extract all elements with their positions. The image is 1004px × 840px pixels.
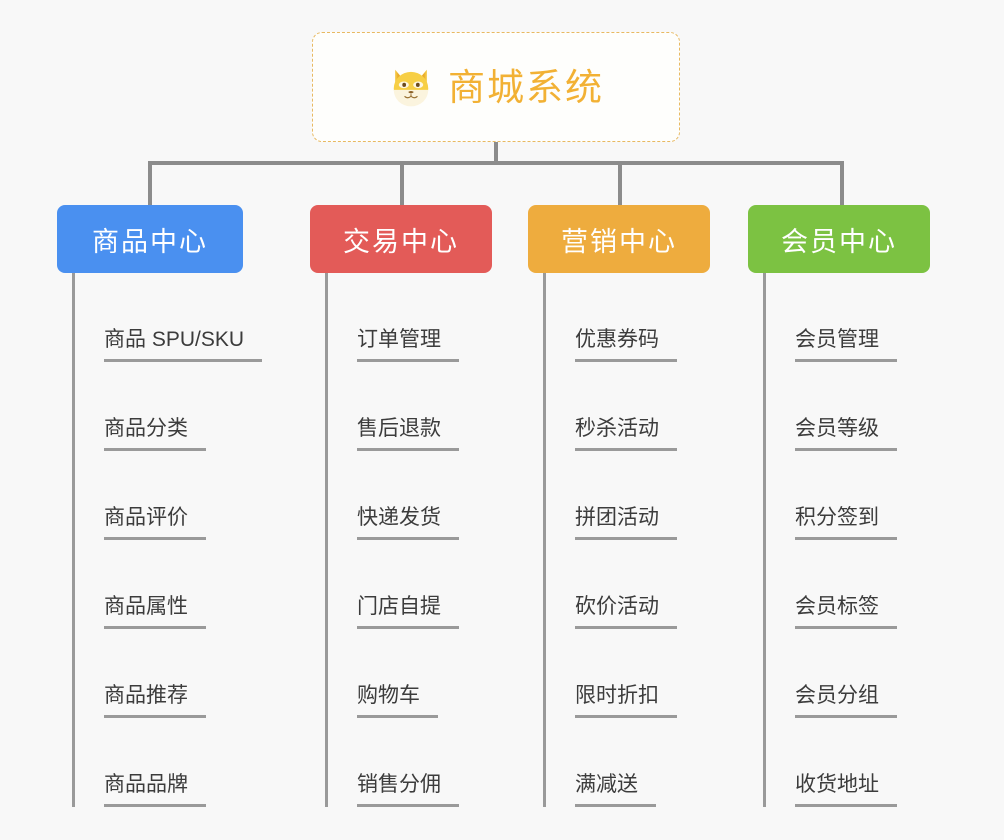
list-item[interactable]: 会员标签	[763, 540, 930, 629]
leaf-label: 商品评价	[104, 507, 206, 540]
category-header-label: 交易中心	[343, 226, 459, 257]
connector-drop-4	[840, 161, 844, 207]
leaf-label: 购物车	[357, 685, 438, 718]
list-item[interactable]: 秒杀活动	[543, 362, 710, 451]
leaf-stack-member: 会员管理 会员等级 积分签到 会员标签 会员分组 收货地址	[763, 273, 930, 807]
leaf-label: 商品 SPU/SKU	[104, 329, 263, 362]
leaf-label: 优惠券码	[575, 329, 677, 362]
leaf-label: 售后退款	[357, 418, 459, 451]
list-item[interactable]: 售后退款	[325, 362, 492, 451]
root-node-shop-system[interactable]: 商城系统	[312, 32, 680, 142]
root-title: 商城系统	[448, 66, 604, 108]
category-column-product: 商品中心 商品 SPU/SKU 商品分类 商品评价 商品属性 商品推荐 商品品牌	[57, 205, 263, 807]
leaf-label: 订单管理	[357, 329, 459, 362]
list-item[interactable]: 商品评价	[72, 451, 243, 540]
category-column-marketing: 营销中心 优惠券码 秒杀活动 拼团活动 砍价活动 限时折扣 满减送	[528, 205, 710, 807]
list-item[interactable]: 商品分类	[72, 362, 243, 451]
leaf-label: 商品属性	[104, 596, 206, 629]
leaf-label: 销售分佣	[357, 774, 459, 807]
list-item[interactable]: 会员等级	[763, 362, 930, 451]
list-item[interactable]: 购物车	[325, 629, 492, 718]
leaf-label: 快递发货	[357, 507, 459, 540]
list-item[interactable]: 砍价活动	[543, 540, 710, 629]
leaf-label: 收货地址	[795, 774, 897, 807]
list-item[interactable]: 订单管理	[325, 273, 492, 362]
leaf-label: 拼团活动	[575, 507, 677, 540]
leaf-label: 限时折扣	[575, 685, 677, 718]
connector-drop-1	[148, 161, 152, 207]
leaf-label: 会员分组	[795, 685, 897, 718]
leaf-label: 砍价活动	[575, 596, 677, 629]
list-item[interactable]: 商品属性	[72, 540, 243, 629]
list-item[interactable]: 会员管理	[763, 273, 930, 362]
list-item[interactable]: 限时折扣	[543, 629, 710, 718]
leaf-label: 门店自提	[357, 596, 459, 629]
category-header-trade[interactable]: 交易中心	[310, 205, 492, 273]
category-header-label: 营销中心	[561, 226, 677, 257]
shiba-dog-icon	[388, 64, 434, 110]
list-item[interactable]: 门店自提	[325, 540, 492, 629]
leaf-label: 满减送	[575, 774, 656, 807]
category-column-member: 会员中心 会员管理 会员等级 积分签到 会员标签 会员分组 收货地址	[748, 205, 930, 807]
list-item[interactable]: 商品推荐	[72, 629, 243, 718]
category-header-label: 商品中心	[92, 226, 208, 257]
leaf-stack-trade: 订单管理 售后退款 快递发货 门店自提 购物车 销售分佣	[325, 273, 492, 807]
category-header-label: 会员中心	[781, 226, 897, 257]
connector-drop-2	[400, 161, 404, 207]
leaf-label: 会员标签	[795, 596, 897, 629]
list-item[interactable]: 商品品牌	[72, 718, 243, 807]
leaf-label: 秒杀活动	[575, 418, 677, 451]
leaf-label: 商品推荐	[104, 685, 206, 718]
leaf-label: 积分签到	[795, 507, 897, 540]
category-header-member[interactable]: 会员中心	[748, 205, 930, 273]
category-column-trade: 交易中心 订单管理 售后退款 快递发货 门店自提 购物车 销售分佣	[310, 205, 492, 807]
connector-bus	[148, 161, 844, 165]
leaf-label: 会员管理	[795, 329, 897, 362]
leaf-label: 商品分类	[104, 418, 206, 451]
connector-drop-3	[618, 161, 622, 207]
list-item[interactable]: 商品 SPU/SKU	[72, 273, 263, 362]
leaf-label: 会员等级	[795, 418, 897, 451]
category-header-marketing[interactable]: 营销中心	[528, 205, 710, 273]
list-item[interactable]: 积分签到	[763, 451, 930, 540]
list-item[interactable]: 会员分组	[763, 629, 930, 718]
leaf-label: 商品品牌	[104, 774, 206, 807]
list-item[interactable]: 满减送	[543, 718, 710, 807]
leaf-stack-product: 商品 SPU/SKU 商品分类 商品评价 商品属性 商品推荐 商品品牌	[72, 273, 263, 807]
list-item[interactable]: 拼团活动	[543, 451, 710, 540]
list-item[interactable]: 优惠券码	[543, 273, 710, 362]
list-item[interactable]: 快递发货	[325, 451, 492, 540]
list-item[interactable]: 销售分佣	[325, 718, 492, 807]
connector-root-stem	[494, 142, 498, 164]
list-item[interactable]: 收货地址	[763, 718, 930, 807]
category-header-product[interactable]: 商品中心	[57, 205, 243, 273]
leaf-stack-marketing: 优惠券码 秒杀活动 拼团活动 砍价活动 限时折扣 满减送	[543, 273, 710, 807]
